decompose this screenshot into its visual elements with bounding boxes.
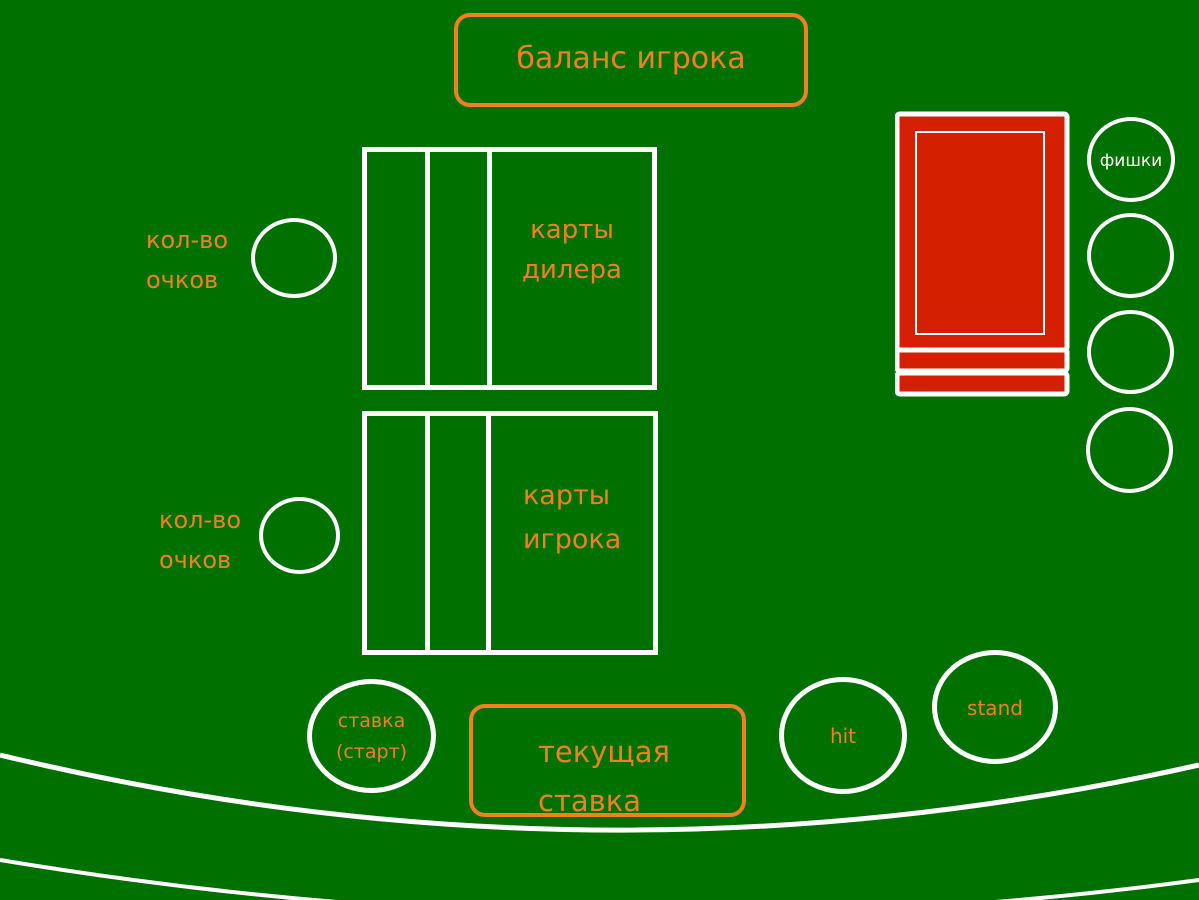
dealer-cards-label-line2: дилера: [522, 255, 622, 285]
dealer-points-label-line1: кол-во: [146, 226, 229, 254]
player-points-label: кол-во очков: [159, 500, 269, 580]
player-card-slot-2: [430, 416, 491, 650]
player-points-label-line2: очков: [159, 546, 232, 574]
player-cards-label: карты игрока: [495, 474, 645, 562]
hit-label: hit: [829, 724, 857, 748]
player-cards-area: карты игрока: [362, 411, 658, 655]
current-bet-display: текущая ставка: [469, 704, 746, 818]
chip-slot-1[interactable]: фишки: [1087, 117, 1175, 202]
stand-button[interactable]: stand: [932, 650, 1058, 764]
dealer-cards-label-line1: карты: [530, 215, 614, 245]
dealer-cards-label: карты дилера: [497, 210, 647, 290]
stand-label: stand: [967, 696, 1023, 720]
current-bet-label-line2: ставка: [538, 784, 641, 818]
chip-slot-3[interactable]: [1087, 310, 1174, 394]
player-balance-label: баланс игрока: [516, 41, 746, 76]
start-bet-label-line2: (старт): [335, 741, 408, 763]
dealer-card-slot-2: [430, 152, 492, 385]
dealer-cards-area: карты дилера: [362, 147, 657, 390]
chips-label: фишки: [1099, 151, 1163, 171]
dealer-card-slot-1: [367, 152, 430, 385]
player-cards-label-line1: карты: [523, 480, 611, 511]
card-deck-icon: [894, 111, 1070, 398]
chip-slot-2[interactable]: [1087, 213, 1174, 298]
start-bet-label: ставка (старт): [312, 706, 431, 768]
current-bet-label: текущая ставка: [538, 728, 738, 826]
hit-button[interactable]: hit: [779, 677, 907, 794]
chip-slot-4[interactable]: [1086, 407, 1173, 493]
current-bet-label-line1: текущая: [538, 735, 670, 769]
dealer-points-label-line2: очков: [146, 266, 219, 294]
player-points-label-line1: кол-во: [159, 506, 242, 534]
player-cards-label-line2: игрока: [523, 524, 622, 555]
start-bet-label-line1: ставка: [337, 710, 406, 732]
dealer-points-circle: [251, 218, 337, 298]
dealer-points-label: кол-во очков: [146, 220, 256, 300]
player-balance-display: баланс игрока: [454, 13, 808, 107]
player-card-slot-1: [367, 416, 430, 650]
card-deck[interactable]: [894, 111, 1070, 398]
start-bet-button[interactable]: ставка (старт): [307, 679, 436, 793]
player-points-circle: [259, 497, 340, 574]
